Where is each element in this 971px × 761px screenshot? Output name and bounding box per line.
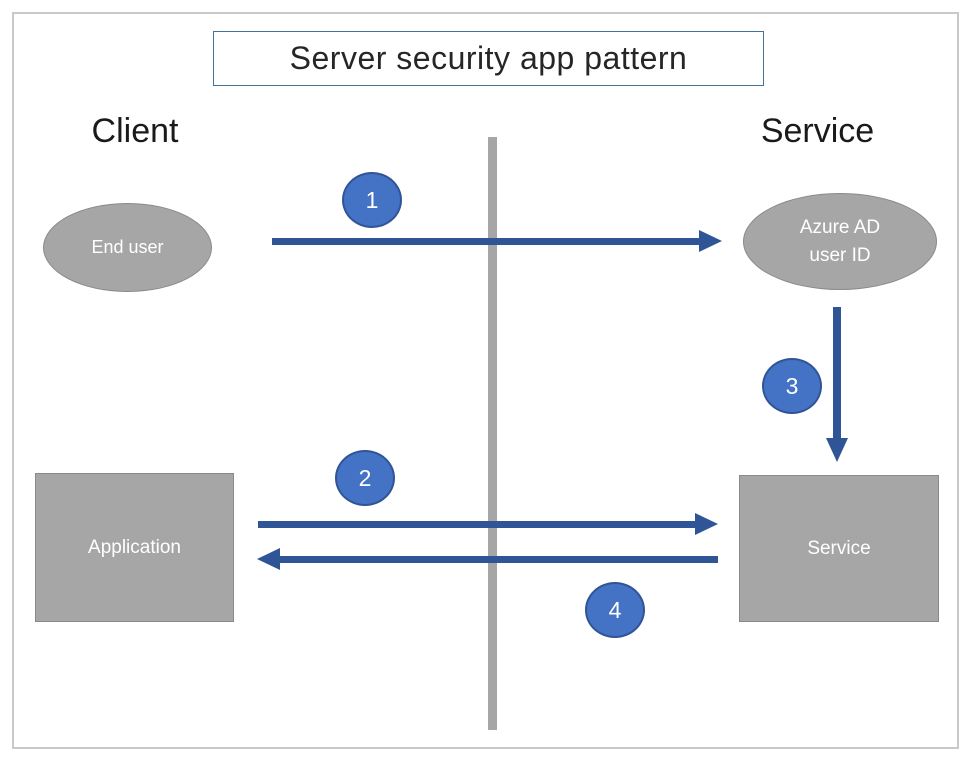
end-user-node: End user — [43, 203, 212, 292]
step-3-badge: 3 — [762, 358, 822, 414]
azure-ad-label-line1: Azure AD — [799, 216, 881, 238]
arrow-step3-shaft — [833, 307, 841, 440]
outer-frame — [12, 12, 959, 749]
step-4-badge: 4 — [585, 582, 645, 638]
azure-ad-user-id-node: Azure AD user ID — [743, 193, 937, 290]
azure-ad-label-line2: user ID — [809, 244, 871, 266]
application-node: Application — [35, 473, 234, 622]
diagram-title: Server security app pattern — [213, 31, 764, 86]
arrow-step4-head-icon — [257, 548, 280, 570]
step-2-badge: 2 — [335, 450, 395, 506]
arrow-step3-head-icon — [826, 438, 848, 462]
arrow-step2-shaft — [258, 521, 696, 528]
client-column-label: Client — [91, 112, 179, 150]
step-1-badge: 1 — [342, 172, 402, 228]
arrow-step2-head-icon — [695, 513, 718, 535]
application-label: Application — [88, 536, 181, 558]
arrow-step1-shaft — [272, 238, 700, 245]
service-column-label: Service — [760, 112, 875, 150]
service-label: Service — [807, 537, 871, 559]
arrow-step1-head-icon — [699, 230, 722, 252]
arrow-step4-shaft — [280, 556, 718, 563]
client-service-boundary-divider — [488, 137, 497, 730]
end-user-label: End user — [91, 237, 164, 258]
service-node: Service — [739, 475, 939, 622]
